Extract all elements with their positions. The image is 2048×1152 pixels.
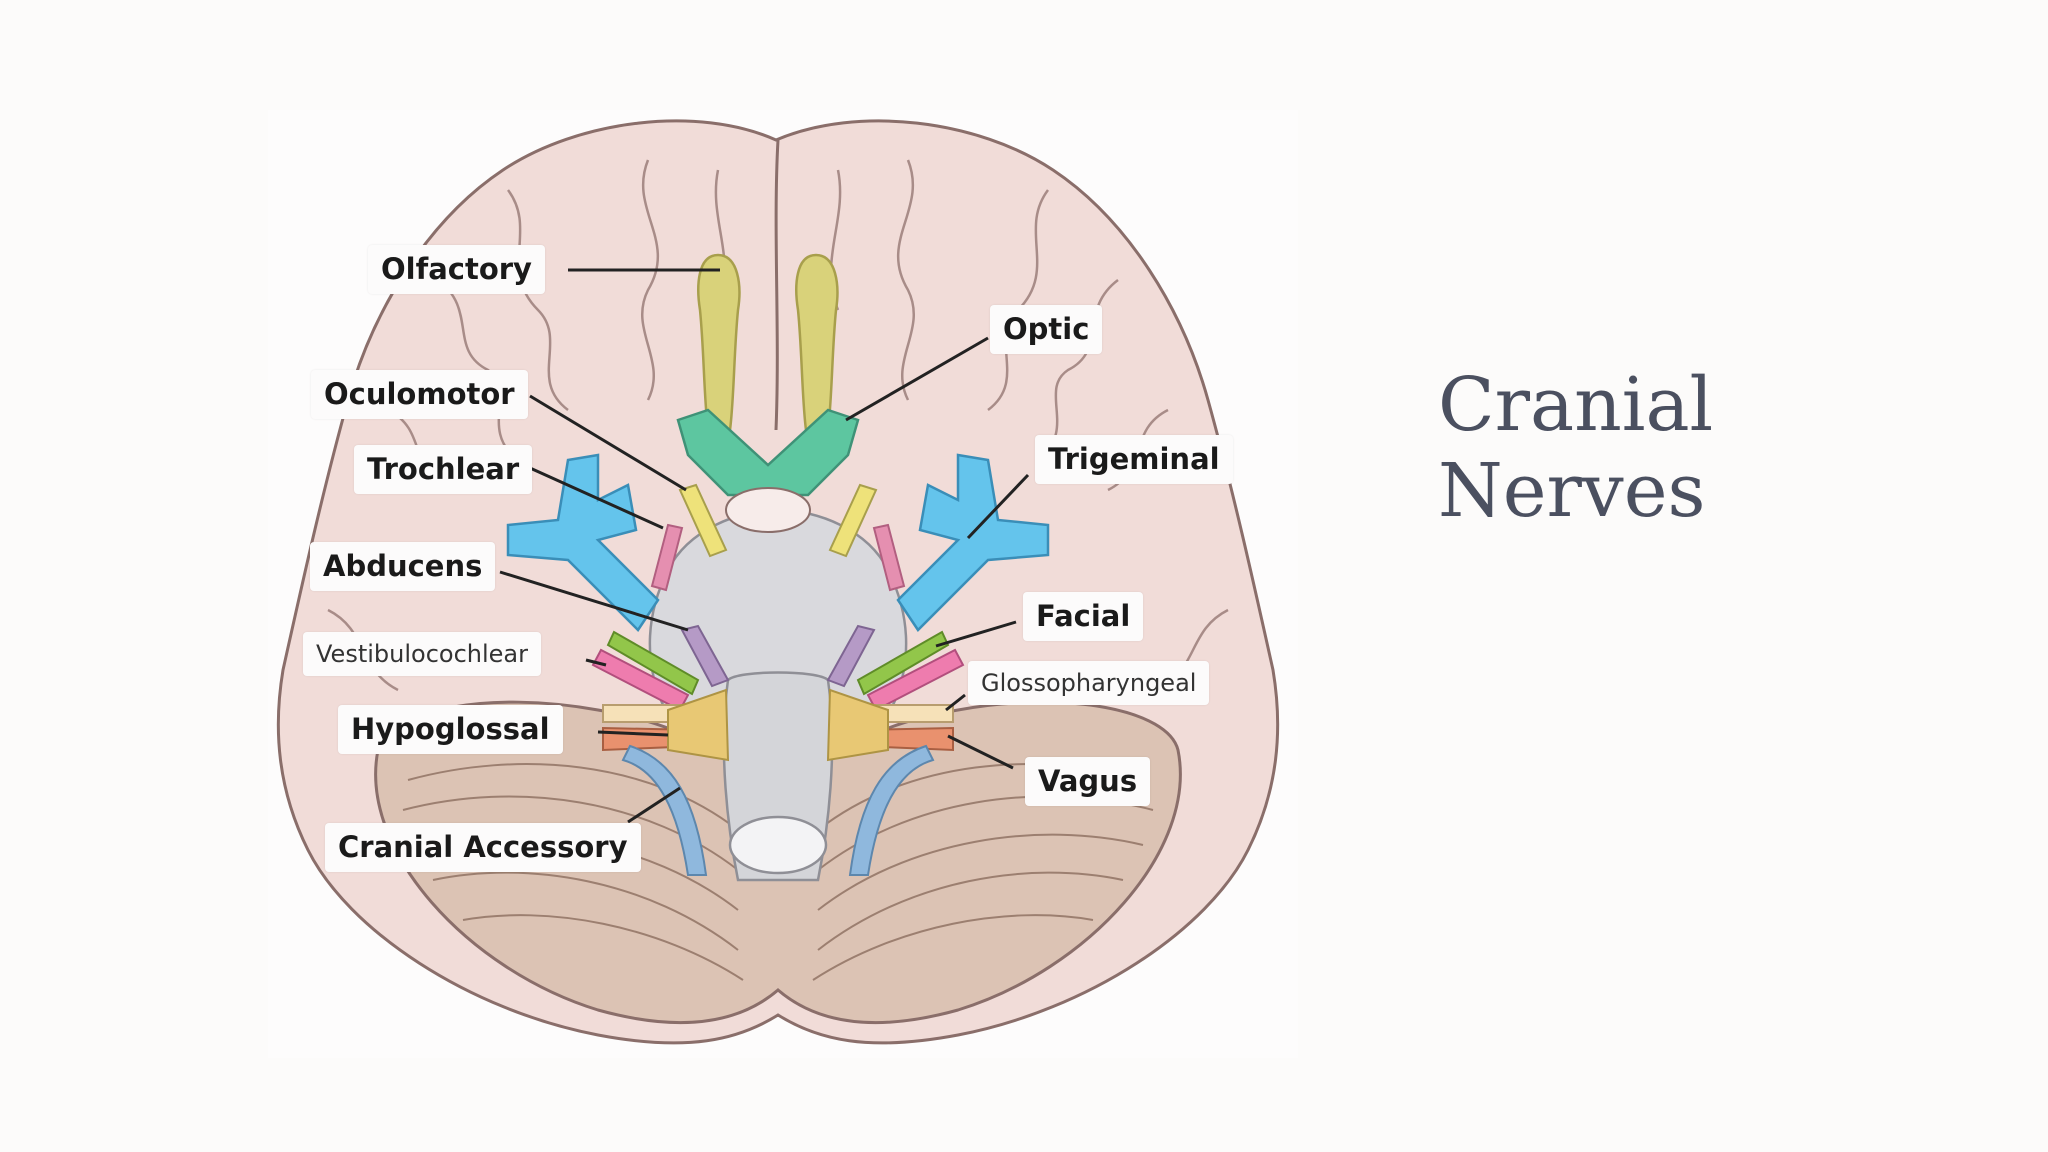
vestibulocochlear-nerve-right [866,648,965,712]
label-vagus: Vagus [1025,757,1151,806]
cranial-accessory-nerve-right [848,744,935,876]
trochlear-nerve-right [872,523,906,592]
label-glossopharyngeal: Glossopharyngeal [968,661,1210,705]
label-olfactory: Olfactory [368,245,545,294]
label-vestibulocochlear: Vestibulocochlear [303,632,541,676]
oculomotor-nerve-right [828,483,878,558]
slide-title-line-1: Cranial [1438,362,1714,448]
optic-chiasm [676,408,860,497]
vestibulocochlear-nerve-left [591,648,690,712]
abducens-nerve-left [680,624,730,688]
trochlear-nerve-left [650,523,684,592]
oculomotor-nerve-left [678,483,728,558]
leader-lines [499,268,1030,824]
abducens-nerve-right [826,624,876,688]
label-facial: Facial [1023,592,1144,641]
label-trochlear: Trochlear [354,445,533,494]
hypoglossal-rootlets-right [826,688,889,762]
label-hypoglossal: Hypoglossal [338,705,563,754]
slide-title-line-2: Nerves [1438,448,1706,534]
label-optic: Optic [990,305,1103,354]
olfactory-bulb-left [697,253,741,432]
facial-nerve-left [606,630,700,696]
longitudinal-fissure [774,139,780,431]
cranial-accessory-nerve-left [621,744,708,876]
hypoglossal-rootlets-left [667,688,730,762]
olfactory-bulb-right [795,253,839,432]
label-oculomotor: Oculomotor [311,370,528,419]
label-abducens: Abducens [310,542,496,591]
trigeminal-nerve-right [896,453,1050,632]
spinal-cord-section [728,815,828,875]
label-trigeminal: Trigeminal [1035,435,1233,484]
label-cranial-accessory: Cranial Accessory [325,823,641,872]
facial-nerve-right [856,630,950,696]
cranial-nerves-diagram: Olfactory Optic Oculomotor Trochlear Tri… [268,110,1298,1058]
pituitary-stalk [725,487,811,533]
slide-title: Cranial Nerves [1438,362,1858,534]
